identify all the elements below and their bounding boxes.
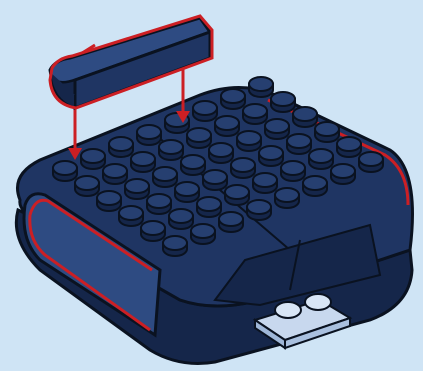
stud xyxy=(141,221,165,241)
stud xyxy=(97,191,121,211)
stud xyxy=(109,137,133,157)
stud xyxy=(103,164,127,184)
stud xyxy=(191,224,215,244)
stud xyxy=(187,128,211,148)
stud xyxy=(243,104,267,124)
stud xyxy=(247,200,271,220)
slope-brick-piece xyxy=(50,16,212,108)
stud xyxy=(259,146,283,166)
stud xyxy=(159,140,183,160)
stud xyxy=(219,212,243,232)
stud xyxy=(231,158,255,178)
stud xyxy=(331,164,355,184)
stud xyxy=(265,119,289,139)
stud xyxy=(203,170,227,190)
stud xyxy=(125,179,149,199)
stud xyxy=(359,152,383,172)
stud xyxy=(215,116,239,136)
stud xyxy=(281,161,305,181)
stud xyxy=(81,149,105,169)
stud xyxy=(163,236,187,256)
stud xyxy=(131,152,155,172)
tile-stud xyxy=(305,294,331,310)
stud xyxy=(287,134,311,154)
stud xyxy=(337,137,361,157)
stud xyxy=(315,122,339,142)
stud xyxy=(271,92,295,112)
stud xyxy=(221,89,245,109)
stud xyxy=(75,176,99,196)
stud xyxy=(175,182,199,202)
stud xyxy=(253,173,277,193)
stud xyxy=(169,209,193,229)
stud xyxy=(153,167,177,187)
stud xyxy=(119,206,143,226)
tile-stud xyxy=(275,302,301,318)
stud xyxy=(303,176,327,196)
stud xyxy=(197,197,221,217)
stud xyxy=(249,77,273,97)
stud xyxy=(147,194,171,214)
stud xyxy=(293,107,317,127)
stud xyxy=(209,143,233,163)
stud xyxy=(53,161,77,181)
stud xyxy=(237,131,261,151)
stud xyxy=(193,101,217,121)
stud xyxy=(275,188,299,208)
stud xyxy=(137,125,161,145)
stud xyxy=(225,185,249,205)
stud xyxy=(181,155,205,175)
stud xyxy=(309,149,333,169)
